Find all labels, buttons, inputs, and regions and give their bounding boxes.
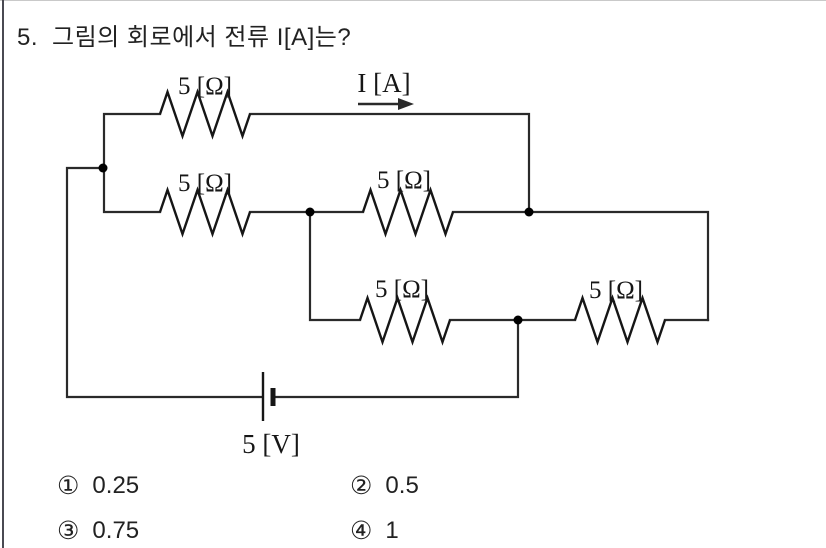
wire-row3-left <box>308 210 362 322</box>
resistor-zigzag-5 <box>573 294 667 346</box>
resistor-zigzag-3 <box>361 186 455 238</box>
battery-label: 5 [V] <box>242 429 300 459</box>
junction-node-c <box>305 207 315 217</box>
question-number: 5. <box>17 24 39 51</box>
wire-bottom-right <box>271 318 520 399</box>
left-border-line <box>2 0 4 548</box>
option-3-marker: ③ <box>57 517 80 545</box>
wire-top-left <box>102 112 162 170</box>
resistor-zigzag-2 <box>158 186 252 238</box>
resistor-label-1: 5 [Ω] <box>178 73 232 100</box>
wires <box>65 112 710 399</box>
option-4-marker: ④ <box>350 517 373 545</box>
junction-node-a <box>98 163 108 173</box>
answer-option-3[interactable]: ③ 0.75 <box>57 516 139 546</box>
option-1-marker: ① <box>57 472 80 500</box>
resistor-label-3: 5 [Ω] <box>377 167 431 194</box>
current-label: I [A] <box>357 68 410 98</box>
question-text: 그림의 회로에서 전류 I[A]는? <box>52 24 352 51</box>
option-1-value: 0.25 <box>92 472 140 499</box>
junction-node-b <box>524 207 534 217</box>
resistor-label-4: 5 [Ω] <box>375 276 429 303</box>
top-border-line <box>0 0 826 1</box>
wire-mid-right <box>451 210 710 322</box>
option-2-marker: ② <box>350 472 373 500</box>
answer-option-1[interactable]: ① 0.25 <box>57 471 139 501</box>
junction-node-d <box>513 315 523 325</box>
wire-left-rail <box>65 166 263 399</box>
resistor-zigzag-1 <box>158 88 252 140</box>
question-title: 5. 그림의 회로에서 전류 I[A]는? <box>17 17 351 52</box>
wire-mid-left <box>102 166 162 214</box>
option-2-value: 0.5 <box>385 472 419 499</box>
option-3-value: 0.75 <box>92 517 140 544</box>
resistor-label-5: 5 [Ω] <box>589 277 643 304</box>
option-4-value: 1 <box>385 517 399 544</box>
answer-option-2[interactable]: ② 0.5 <box>350 471 419 501</box>
resistor-zigzag-4 <box>358 294 452 346</box>
answer-option-4[interactable]: ④ 1 <box>350 516 399 546</box>
current-arrow <box>358 98 414 110</box>
battery-symbol <box>261 372 276 421</box>
resistor-label-2: 5 [Ω] <box>178 170 232 197</box>
wire-top-right <box>248 112 531 214</box>
current-arrow-head <box>398 98 414 110</box>
